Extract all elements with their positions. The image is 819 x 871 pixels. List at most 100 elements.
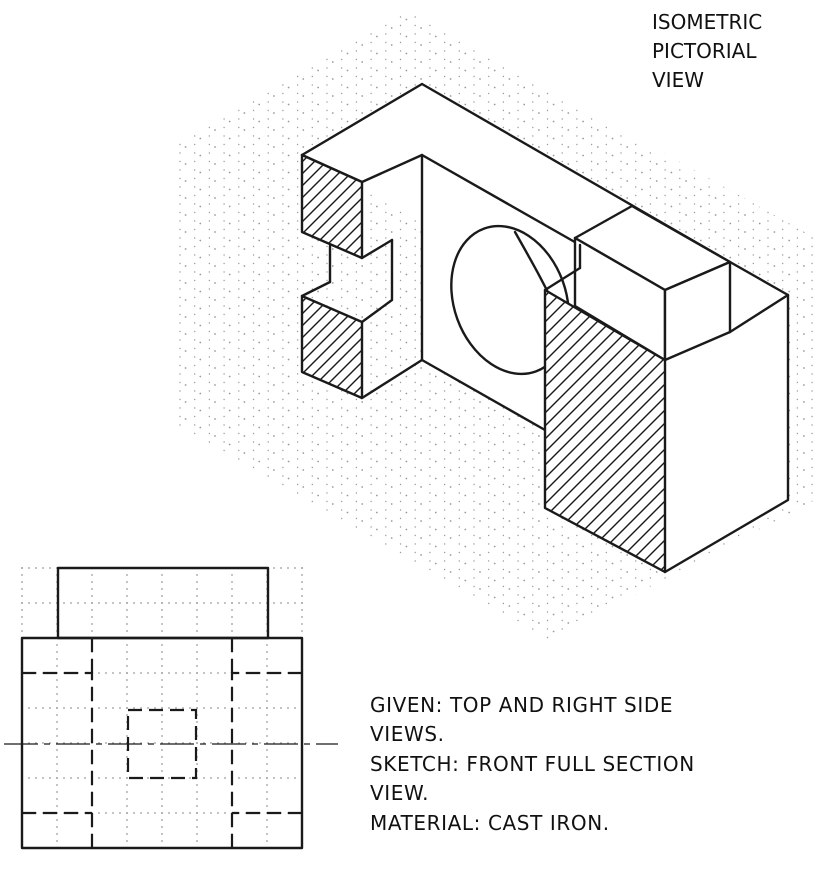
grid-dot [635, 101, 637, 103]
grid-dot [302, 520, 305, 522]
grid-dot [238, 160, 240, 163]
grid-dot [590, 16, 593, 18]
grid-dot [664, 152, 666, 154]
grid-dot [767, 67, 769, 69]
grid-dot [341, 288, 343, 290]
grid-dot [434, 86, 437, 89]
grid-dot [282, 645, 283, 646]
grid-dot [252, 407, 255, 409]
grid-dot [331, 571, 334, 573]
grid-dot [385, 237, 387, 239]
grid-dot [238, 254, 240, 256]
grid-dot [576, 577, 578, 579]
grid-dot [341, 534, 343, 537]
grid-dot [184, 95, 187, 97]
grid-dot [767, 526, 769, 528]
grid-dot [737, 84, 740, 86]
grid-dot [782, 84, 784, 86]
grid-dot [385, 560, 387, 562]
grid-dot [185, 656, 187, 658]
grid-dot [282, 135, 284, 137]
grid-dot [626, 588, 629, 590]
grid-dot [296, 475, 299, 477]
grid-dot [184, 469, 187, 471]
grid-dot [620, 177, 622, 180]
grid-dot [214, 503, 216, 505]
grid-dot [385, 526, 387, 528]
grid-dot [596, 163, 599, 165]
grid-dot [267, 84, 269, 86]
grid-dot [582, 545, 584, 548]
grid-dot [538, 622, 540, 624]
grid-dot [737, 135, 740, 137]
grid-dot [664, 619, 666, 622]
grid-dot [355, 483, 358, 486]
grid-dot [179, 645, 180, 646]
grid-dot [390, 350, 393, 352]
grid-dot [214, 418, 216, 420]
grid-dot [179, 475, 181, 477]
grid-dot [331, 639, 334, 641]
grid-dot [287, 154, 290, 157]
grid-dot [635, 109, 637, 112]
grid-dot [296, 177, 299, 180]
grid-dot [700, 2, 702, 4]
grid-dot [179, 16, 181, 18]
grid-dot [302, 112, 305, 114]
grid-dot [273, 248, 275, 250]
grid-dot [803, 299, 805, 301]
grid-dot [414, 611, 416, 613]
grid-dot [355, 526, 358, 528]
grid-dot [458, 58, 460, 61]
grid-dot [737, 75, 740, 78]
grid-dot [238, 517, 240, 520]
grid-dot [390, 520, 393, 522]
grid-dot [208, 398, 211, 401]
grid-dot [758, 630, 761, 633]
grid-dot [326, 500, 328, 503]
grid-dot [208, 313, 211, 316]
grid-dot [434, 477, 437, 480]
grid-dot [517, 568, 519, 571]
grid-dot [282, 262, 284, 265]
grid-dot [179, 373, 181, 375]
grid-dot [620, 118, 622, 120]
grid-dot [488, 33, 490, 35]
grid-dot [341, 58, 343, 61]
grid-dot [258, 358, 261, 361]
grid-dot [567, 537, 570, 539]
grid-dot [664, 118, 666, 120]
grid-dot [767, 568, 769, 571]
grid-dot [355, 109, 358, 112]
grid-dot [208, 560, 211, 562]
grid-dot [194, 152, 196, 154]
grid-dot [420, 418, 422, 420]
grid-dot [355, 271, 358, 273]
grid-dot [443, 92, 446, 95]
grid-dot [723, 245, 725, 248]
grid-dot [774, 656, 776, 658]
grid-dot [326, 509, 328, 511]
grid-dot [590, 611, 593, 613]
grid-dot [635, 585, 637, 588]
grid-dot [699, 35, 702, 38]
grid-dot [252, 271, 255, 273]
grid-dot [488, 526, 490, 528]
grid-dot [355, 288, 358, 290]
grid-dot [679, 152, 681, 154]
grid-dot [611, 103, 614, 106]
grid-dot [699, 103, 702, 106]
grid-dot [361, 537, 364, 539]
grid-dot [679, 619, 681, 622]
grid-dot [346, 494, 349, 497]
grid-dot [390, 95, 393, 97]
grid-dot [208, 109, 211, 112]
grid-dot [194, 288, 196, 290]
grid-dot [184, 520, 187, 522]
grid-dot [576, 50, 578, 52]
grid-dot [803, 367, 805, 369]
grid-dot [803, 503, 805, 505]
grid-dot [399, 441, 402, 443]
grid-dot [194, 602, 196, 605]
grid-dot [758, 613, 761, 616]
